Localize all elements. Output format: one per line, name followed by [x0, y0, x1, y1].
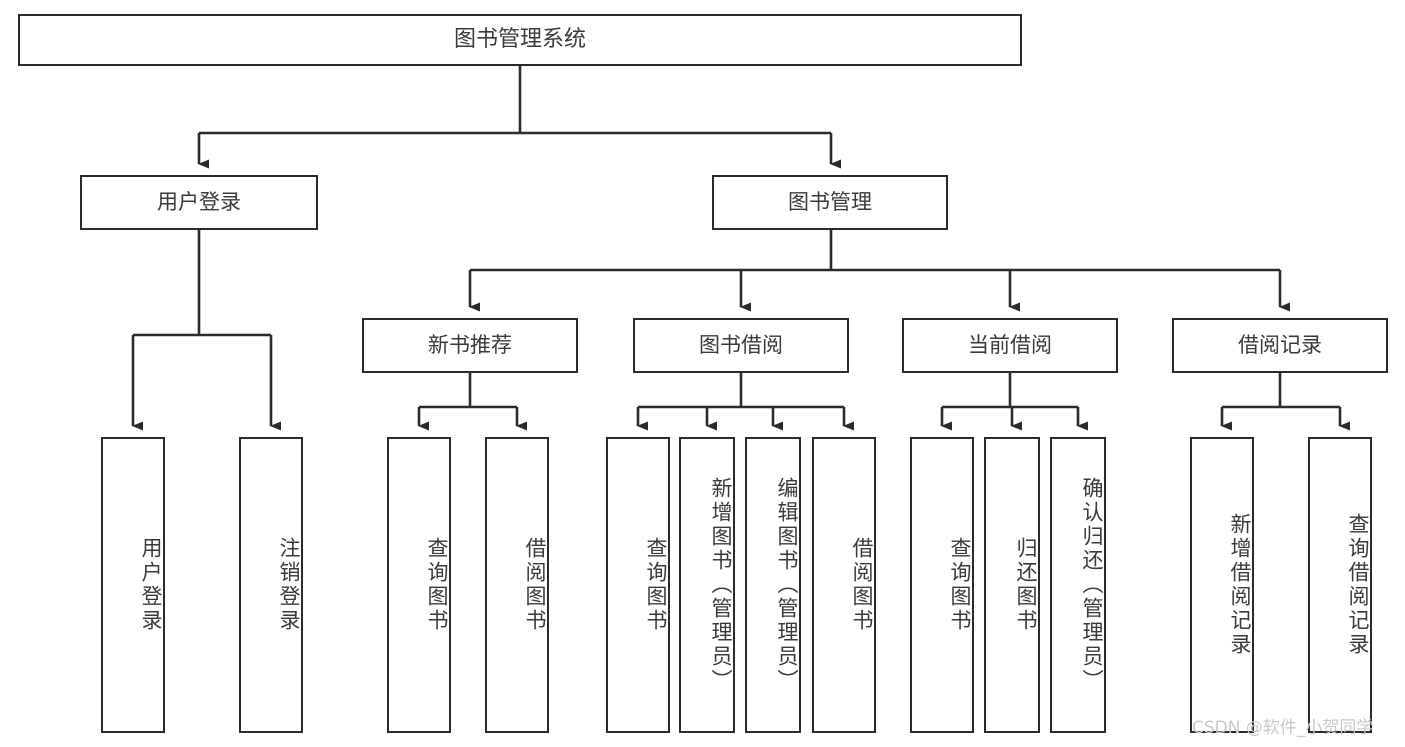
node-root-label: 图书管理系统 — [453, 27, 586, 53]
node-leaf-add-record[interactable]: 新增借阅记录 — [1190, 437, 1254, 733]
node-book-borrow-label: 图书借阅 — [699, 333, 783, 358]
node-book-manage[interactable]: 图书管理 — [712, 175, 948, 230]
node-leaf-user-login[interactable]: 用户登录 — [101, 437, 165, 733]
node-leaf-query-book-3[interactable]: 查询图书 — [910, 437, 974, 733]
node-leaf-query-book-3-label: 查询图书 — [948, 537, 972, 633]
node-leaf-user-logout[interactable]: 注销登录 — [239, 437, 303, 733]
node-book-borrow[interactable]: 图书借阅 — [633, 318, 849, 373]
node-leaf-borrow-book-2-label: 借阅图书 — [850, 537, 874, 633]
node-user-login[interactable]: 用户登录 — [80, 175, 318, 230]
node-leaf-query-record[interactable]: 查询借阅记录 — [1308, 437, 1372, 733]
node-leaf-query-book-2-label: 查询图书 — [644, 537, 668, 633]
node-new-book-rec[interactable]: 新书推荐 — [362, 318, 578, 373]
node-borrow-record[interactable]: 借阅记录 — [1172, 318, 1388, 373]
node-leaf-confirm-return[interactable]: 确认归还（管理员） — [1050, 437, 1106, 733]
node-book-manage-label: 图书管理 — [788, 190, 872, 215]
node-leaf-borrow-book-1-label: 借阅图书 — [523, 537, 547, 633]
node-leaf-confirm-return-label: 确认归还（管理员） — [1080, 477, 1104, 693]
node-leaf-edit-book-label: 编辑图书（管理员） — [775, 477, 799, 693]
node-leaf-borrow-book-2[interactable]: 借阅图书 — [812, 437, 876, 733]
node-current-borrow[interactable]: 当前借阅 — [902, 318, 1118, 373]
node-leaf-add-book[interactable]: 新增图书（管理员） — [679, 437, 735, 733]
node-leaf-borrow-book-1[interactable]: 借阅图书 — [485, 437, 549, 733]
node-current-borrow-label: 当前借阅 — [968, 333, 1052, 358]
connectors — [131, 66, 1350, 431]
node-leaf-query-book-2[interactable]: 查询图书 — [606, 437, 670, 733]
node-leaf-query-book-1[interactable]: 查询图书 — [387, 437, 451, 733]
node-leaf-add-record-label: 新增借阅记录 — [1228, 513, 1252, 657]
node-new-book-rec-label: 新书推荐 — [428, 333, 512, 358]
node-leaf-query-record-label: 查询借阅记录 — [1346, 513, 1370, 657]
node-leaf-user-login-label: 用户登录 — [139, 537, 163, 633]
node-leaf-return-book-label: 归还图书 — [1014, 537, 1038, 633]
node-root[interactable]: 图书管理系统 — [18, 14, 1022, 66]
node-leaf-user-logout-label: 注销登录 — [277, 537, 301, 633]
node-leaf-add-book-label: 新增图书（管理员） — [709, 477, 733, 693]
node-leaf-edit-book[interactable]: 编辑图书（管理员） — [745, 437, 801, 733]
node-leaf-query-book-1-label: 查询图书 — [425, 537, 449, 633]
node-borrow-record-label: 借阅记录 — [1238, 333, 1322, 358]
node-leaf-return-book[interactable]: 归还图书 — [984, 437, 1040, 733]
node-user-login-label: 用户登录 — [157, 190, 241, 215]
